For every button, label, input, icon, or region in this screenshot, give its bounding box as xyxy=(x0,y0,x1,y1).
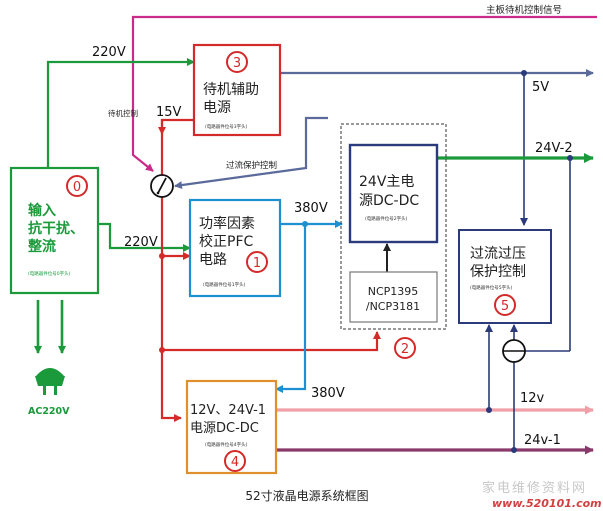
protection-block-note: (电路器件位号5字头) xyxy=(470,284,513,291)
protection-block-line1: 过流过压 xyxy=(470,246,526,262)
ac-plug-icon xyxy=(34,300,66,395)
main-block-line2: 源DC-DC xyxy=(359,193,419,209)
v12-output-line xyxy=(276,405,594,415)
v15-rail xyxy=(158,118,381,422)
v15-label: 15V xyxy=(156,105,182,120)
v220-mid-label: 220V xyxy=(124,235,158,250)
v5-output-line xyxy=(280,69,594,226)
standby-control-signal-line xyxy=(131,15,597,172)
watermark-line1: 家电维修资料网 xyxy=(482,480,587,496)
v5-label: 5V xyxy=(532,80,549,95)
v380-lines xyxy=(275,220,343,393)
input-block-number: 0 xyxy=(73,180,81,195)
ac-220v-lines xyxy=(46,58,195,252)
dcdc12-block-line2: 电源DC-DC xyxy=(190,421,259,436)
main-block-note: (电路器件位号2字头) xyxy=(365,215,408,222)
dcdc12-block-number: 4 xyxy=(231,455,239,470)
standby-switch-icon xyxy=(150,174,174,198)
standby-aux-power-block: 3 待机辅助 电源 (电路器件位号3字头) xyxy=(192,43,282,137)
v380-bottom-label: 380V xyxy=(311,386,345,401)
input-filter-rectifier-block: 0 输入 抗干扰、 整流 (电路器件位号0字头) xyxy=(9,166,100,295)
v220-top-label: 220V xyxy=(92,45,126,60)
pfc-block-line1: 功率因素 xyxy=(199,215,255,232)
main-block-line1: 24V主电 xyxy=(359,174,414,190)
ac220v-plug-label: AC220V xyxy=(28,406,70,417)
overcurrent-overvoltage-protection-block: 过流过压 保护控制 (电路器件位号5字头) 5 xyxy=(458,229,552,324)
protection-block-number: 5 xyxy=(501,299,509,314)
ncp-controller-block: NCP1395 /NCP3181 xyxy=(349,271,438,323)
main-24v-dcdc-block: 24V主电 源DC-DC (电路器件位号2字头) xyxy=(348,143,439,244)
ncp-line2: /NCP3181 xyxy=(366,300,420,313)
standby-signal-label: 主板待机控制信号 xyxy=(486,4,562,16)
pfc-block: 功率因素 校正PFC 电路 1 (电路器件位号1字头) xyxy=(188,198,282,298)
overcurrent-feedback-line xyxy=(174,116,328,190)
input-block-line1: 输入 xyxy=(28,202,56,219)
standby-block-number: 3 xyxy=(233,56,241,71)
ncp-number: 2 xyxy=(401,342,409,357)
standby-block-note: (电路器件位号3字头) xyxy=(205,123,248,130)
pfc-block-number: 1 xyxy=(253,256,261,271)
dcdc-12v-24v1-block: 12V、24V-1 电源DC-DC (电路器件位号4字头) 4 xyxy=(185,379,278,475)
dcdc12-block-note: (电路器件位号4字头) xyxy=(205,441,248,448)
site-watermark: 家电维修资料网 www.520101.com xyxy=(482,480,602,510)
pfc-block-line3: 电路 xyxy=(199,252,227,268)
v24-1-label: 24v-1 xyxy=(524,433,561,448)
v24-2-output-line xyxy=(437,153,594,352)
input-block-line2: 抗干扰、 xyxy=(28,220,84,237)
v24-2-label: 24V-2 xyxy=(535,141,573,156)
standby-block-line1: 待机辅助 xyxy=(203,82,259,98)
v12-label: 12v xyxy=(520,391,545,406)
ncp-number-badge: 2 xyxy=(394,337,416,359)
main-converter-dashed-group xyxy=(340,123,447,330)
standby-block-line2: 电源 xyxy=(203,100,231,116)
v380-top-label: 380V xyxy=(294,201,328,216)
pfc-block-note: (电路器件位号1字头) xyxy=(203,281,246,288)
watermark-line2: www.520101.com xyxy=(492,497,602,510)
overcurrent-ctrl-label: 过流保护控制 xyxy=(226,160,277,171)
pfc-block-line2: 校正PFC xyxy=(199,233,253,250)
input-block-line3: 整流 xyxy=(27,238,56,255)
protection-block-line2: 保护控制 xyxy=(470,264,526,280)
dcdc12-block-line1: 12V、24V-1 xyxy=(190,403,266,418)
diagram-caption: 52寸液晶电源系统框图 xyxy=(245,488,368,503)
protection-feedback-lines xyxy=(485,324,526,450)
ncp-line1: NCP1395 xyxy=(368,285,419,298)
input-block-note: (电路器件位号0字头) xyxy=(28,270,71,277)
standby-ctrl-label: 待机控制 xyxy=(108,108,138,118)
